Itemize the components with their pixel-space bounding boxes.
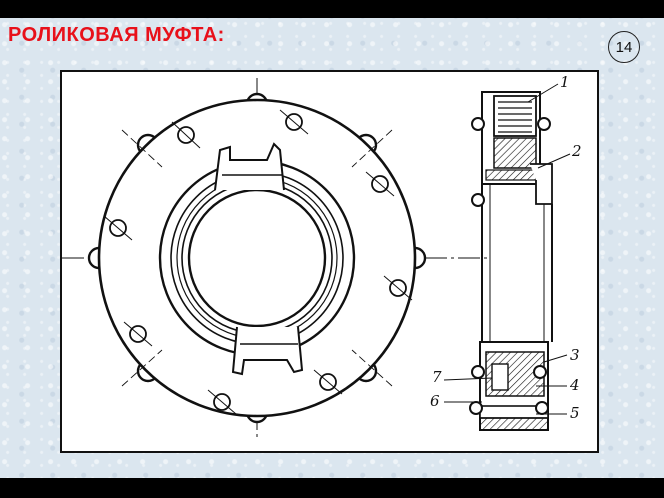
callout-7: 7 — [432, 368, 442, 386]
page-number-badge: 14 — [608, 31, 640, 63]
callout-3: 3 — [570, 346, 580, 364]
radial-lines — [121, 129, 393, 387]
callout-1: 1 — [560, 73, 570, 91]
callout-6: 6 — [430, 392, 440, 410]
callout-labels: 1 2 3 4 5 6 7 — [430, 73, 582, 422]
slide-title: РОЛИКОВАЯ МУФТА: — [8, 24, 225, 46]
outer-flange — [97, 98, 417, 418]
callout-2: 2 — [571, 142, 582, 160]
front-view — [62, 78, 487, 440]
section-view — [443, 83, 571, 431]
bottom-bracket — [231, 326, 304, 376]
roller-clutch-drawing: 1 2 3 4 5 6 7 — [62, 73, 582, 440]
top-bar — [0, 0, 664, 18]
bottom-bar — [0, 478, 664, 498]
top-bracket — [214, 142, 285, 191]
callout-4: 4 — [569, 376, 580, 394]
bolt-holes — [103, 109, 413, 415]
callout-5: 5 — [570, 404, 580, 422]
technical-drawing: 1 2 3 4 5 6 7 — [60, 70, 599, 453]
roller-lines — [498, 101, 532, 133]
